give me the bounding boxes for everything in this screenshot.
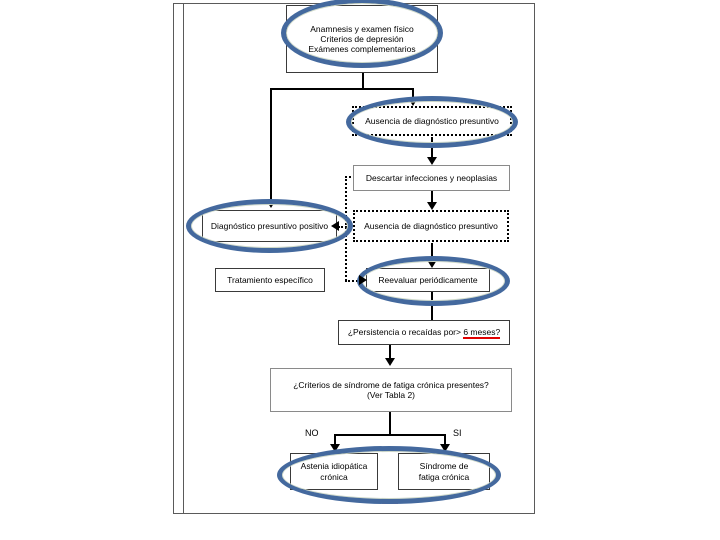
ellipse-dash-bottom	[382, 502, 398, 504]
node-diagnostico-presuntivo-positivo[interactable]: Diagnóstico presuntivo positivo	[202, 210, 337, 242]
connector-anamnesis-down	[362, 73, 364, 89]
connector-descartar-to-ausencia2	[431, 190, 433, 204]
node-sfc-line-2: fatiga crónica	[418, 471, 470, 482]
arrow-into-reevaluar	[427, 260, 437, 268]
node-criterios-line-2: (Ver Tabla 2)	[366, 390, 416, 400]
node-reevaluar-label: Reevaluar periódicamente	[378, 274, 478, 285]
ellipse-dash-top	[370, 447, 384, 449]
connector-ausencia1-to-descartar	[431, 137, 433, 159]
node-sfc-line-1: Síndrome de	[419, 461, 469, 472]
node-persistencia-prefix: ¿Persistencia o recaídas por>	[347, 327, 464, 338]
node-anamnesis-line-2: Criterios de depresión	[320, 33, 404, 44]
arrow-into-ausencia-1	[408, 98, 418, 106]
connector-right-branch-down	[412, 88, 414, 100]
connector-no-down	[334, 434, 336, 446]
node-anamnesis-line-1: Anamnesis y examen físico	[310, 23, 414, 34]
dotted-branch-to-reevaluar	[345, 280, 361, 282]
node-anamnesis[interactable]: Anamnesis y examen físico Criterios de d…	[286, 5, 438, 73]
slide-inner-border	[183, 3, 535, 514]
arrow-into-astenia	[330, 444, 340, 452]
connector-criterios-down	[389, 412, 391, 434]
edge-label-si: SI	[453, 428, 462, 438]
node-criterios-sfc[interactable]: ¿Criterios de síndrome de fatiga crónica…	[270, 368, 512, 412]
arrow-into-diagnostico-positivo	[266, 200, 276, 208]
arrow-into-criterios	[385, 358, 395, 366]
connector-persistencia-to-criterios	[389, 345, 391, 361]
connector-nosi-horizontal	[334, 434, 446, 436]
arrow-into-ausencia-2	[427, 202, 437, 210]
dotted-branch-from-descartar	[345, 176, 355, 178]
node-diagnostico-positivo-label: Diagnóstico presuntivo positivo	[210, 220, 329, 231]
node-astenia-line-1: Astenia idiopática	[300, 461, 368, 472]
connector-ausencia2-to-reevaluar	[431, 243, 433, 265]
node-anamnesis-line-3: Exámenes complementarios	[308, 44, 416, 54]
node-sindrome-fatiga-cronica[interactable]: Síndrome de fatiga crónica	[398, 453, 490, 490]
node-tratamiento-label: Tratamiento específico	[227, 274, 313, 285]
node-persistencia-text: ¿Persistencia o recaídas por> 6 meses?	[347, 327, 501, 340]
arrow-right-into-reevaluar	[359, 275, 367, 285]
node-criterios-line-1: ¿Criterios de síndrome de fatiga crónica…	[293, 379, 489, 390]
node-reevaluar-periodicamente[interactable]: Reevaluar periódicamente	[366, 268, 490, 292]
connector-reevaluar-to-persistencia	[431, 292, 433, 320]
node-persistencia-recaidas[interactable]: ¿Persistencia o recaídas por> 6 meses?	[338, 320, 510, 345]
node-ausencia-diagnostico-2[interactable]: Ausencia de diagnóstico presuntivo	[353, 210, 509, 242]
arrow-into-descartar	[427, 157, 437, 165]
node-tratamiento-especifico[interactable]: Tratamiento específico	[215, 268, 325, 292]
node-descartar-infecciones[interactable]: Descartar infecciones y neoplasias	[353, 165, 510, 191]
edge-label-no: NO	[305, 428, 319, 438]
dotted-vertical-feedback	[345, 176, 347, 281]
arrow-into-sfc	[440, 444, 450, 452]
arrow-left-into-diagnostico-positivo	[331, 221, 339, 231]
node-astenia-line-2: crónica	[320, 471, 348, 482]
node-ausencia-diagnostico-1[interactable]: Ausencia de diagnóstico presuntivo	[352, 106, 512, 136]
node-ausencia-2-label: Ausencia de diagnóstico presuntivo	[364, 220, 498, 231]
node-astenia-idiopatica-cronica[interactable]: Astenia idiopática crónica	[290, 453, 378, 490]
connector-split-horizontal	[270, 88, 413, 90]
node-ausencia-1-label: Ausencia de diagnóstico presuntivo	[365, 115, 499, 126]
connector-left-branch-down	[270, 88, 272, 200]
dotted-branch-to-diagnostico	[338, 226, 347, 228]
node-persistencia-underlined: 6 meses?	[463, 327, 501, 340]
connector-si-down	[444, 434, 446, 446]
node-descartar-label: Descartar infecciones y neoplasias	[365, 172, 498, 183]
